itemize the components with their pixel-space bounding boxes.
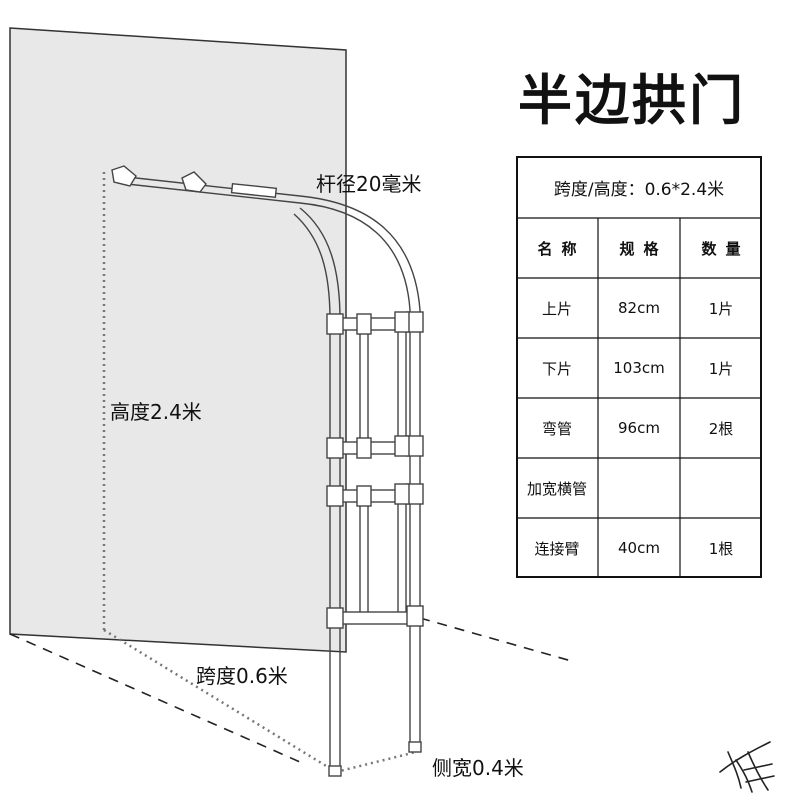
row-qty	[680, 458, 762, 518]
header-spec: 规格	[619, 239, 668, 258]
header-qty: 数量	[701, 239, 750, 258]
row-spec	[598, 458, 680, 518]
height-label: 高度2.4米	[110, 400, 202, 424]
row-name: 弯管	[541, 419, 572, 438]
row-name: 上片	[541, 299, 572, 318]
dimension-guides	[102, 172, 417, 774]
row-spec: 82cm	[618, 299, 660, 317]
header-name: 名称	[537, 239, 586, 258]
side-width-label: 侧宽0.4米	[432, 756, 524, 780]
rod-diameter-label: 杆径20毫米	[316, 172, 422, 196]
spec-caption: 跨度/高度：0.6*2.4米	[553, 179, 725, 200]
row-spec: 40cm	[618, 539, 660, 557]
page-title: 半边拱门	[518, 69, 746, 132]
row-qty: 1片	[708, 359, 734, 378]
row-name: 下片	[541, 359, 572, 378]
row-qty: 1片	[708, 299, 734, 318]
artist-signature	[719, 741, 775, 793]
row-qty: 1根	[708, 539, 734, 558]
wall-panel	[9, 27, 347, 653]
spec-table: 跨度/高度：0.6*2.4米 名称 规格 数量 上片 82cm 1片 下片 10…	[516, 156, 762, 578]
ground-lines	[9, 617, 576, 763]
arch-frame	[111, 165, 424, 777]
span-label: 跨度0.6米	[196, 664, 288, 688]
row-spec: 96cm	[618, 419, 660, 437]
row-qty: 2根	[708, 419, 734, 438]
row-spec: 103cm	[613, 359, 665, 377]
row-name: 加宽横管	[526, 479, 587, 498]
row-name: 连接臂	[534, 539, 580, 558]
spec-table-grid	[516, 156, 762, 578]
